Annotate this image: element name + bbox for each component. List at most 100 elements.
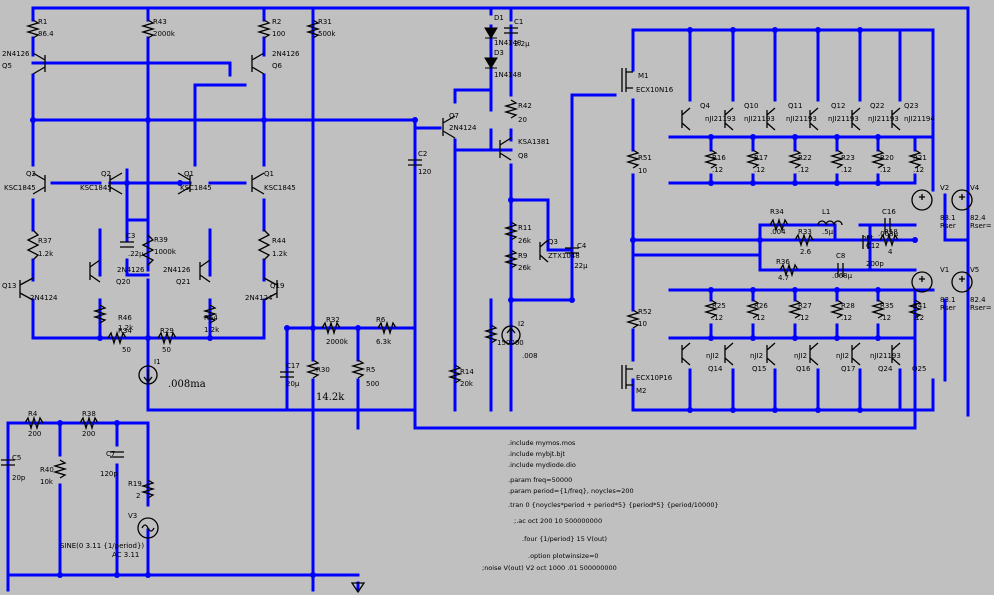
value-c8: .068µ: [832, 272, 853, 280]
type-q6: 2N4126: [272, 50, 300, 58]
label-r22: R22: [798, 154, 812, 162]
label-r28: R28: [841, 302, 855, 310]
type-q2a: KSC1845: [4, 184, 36, 192]
current-source-I2: [501, 325, 521, 345]
value-r20: .12: [880, 166, 891, 174]
directive-include-dio: .include mydiode.dio: [508, 461, 576, 469]
resistor-R43: [140, 19, 156, 39]
label-q7: Q7: [449, 112, 459, 120]
label-q16: Q16: [796, 365, 811, 373]
value-c1: 2.2µ: [514, 40, 530, 48]
value-r4: 200: [28, 430, 41, 438]
value-c16: .068µ: [878, 230, 899, 238]
resistor-R16: [703, 149, 719, 169]
value-r30: 14.2k: [316, 392, 345, 403]
value-r34-50: 50: [122, 346, 131, 354]
label-r27: R27: [798, 302, 812, 310]
type-q23: nJI21194: [904, 115, 935, 123]
capacitor-C7: [110, 451, 124, 458]
value-r19: 2: [136, 492, 140, 500]
transistor-Q3: [539, 239, 549, 263]
label-r1: R1: [38, 18, 47, 26]
label-q22: Q22: [870, 102, 884, 110]
value-r46: 1.2k: [118, 324, 134, 332]
label-c12: C12: [866, 242, 880, 250]
resistor-R18: [879, 232, 899, 248]
resistor-R5: [350, 359, 366, 379]
value-r51: 10: [638, 167, 647, 175]
resistor-R27: [787, 299, 803, 319]
voltage-source-V3: [137, 517, 159, 539]
label-l1: L1: [822, 208, 830, 216]
value-r23: .12: [841, 166, 852, 174]
label-r34-50: R34: [118, 327, 132, 335]
type-q13: 2N4124: [30, 294, 58, 302]
value-r21: .12: [913, 166, 924, 174]
value-i2: .008: [522, 352, 538, 360]
transistors: [19, 52, 901, 389]
label-q19: Q19: [270, 282, 284, 290]
label-q8: Q8: [518, 152, 528, 160]
label-r42: R42: [518, 102, 532, 110]
value-v3-sine: SINE(0 3.11 {1/period}): [60, 542, 144, 550]
resistor-R1: [25, 19, 41, 39]
component-labels: R1 86.4 R43 2000k R2 100 R31 500k 2N4126…: [2, 14, 992, 559]
label-q3: Q3: [548, 238, 558, 246]
value-r34-004: .004: [770, 228, 786, 236]
capacitor-C3: [120, 241, 134, 248]
capacitor-C17: [280, 371, 294, 378]
value-r64: 1.2k: [204, 326, 220, 334]
transistor-Q20: [89, 259, 101, 283]
type-q2b: KSC1845: [80, 184, 112, 192]
resistor-R26: [745, 299, 761, 319]
type-q15: nJI2: [750, 352, 763, 360]
label-c5: C5: [12, 454, 21, 462]
resistor-R28: [829, 299, 845, 319]
resistor-R9: [503, 249, 519, 269]
value-r37: 1.2k: [38, 250, 54, 258]
label-r29: R29: [160, 327, 174, 335]
directive-ac: ;.ac oct 200 10 500000000: [514, 517, 603, 525]
label-r32: R32: [326, 316, 340, 324]
type-q3: ZTX1048: [548, 252, 580, 260]
resistor-R17: [745, 149, 761, 169]
value-r43: 2000k: [153, 30, 176, 38]
resistor-R37: [26, 229, 40, 261]
transistor-Q25: [891, 342, 901, 366]
transistor-Q8: [499, 137, 512, 161]
transistor-Q24: [851, 342, 861, 366]
value-r31: 500k: [318, 30, 336, 38]
value-v5: 82.4: [970, 296, 986, 304]
value-r44: 1.2k: [272, 250, 288, 258]
capacitor-C8: [837, 263, 844, 277]
inductor-L1: [817, 220, 843, 226]
value-r27: .12: [798, 314, 809, 322]
type-m1: ECX10N16: [636, 86, 674, 94]
diode-D1: [484, 27, 498, 39]
resistor-R11: [503, 221, 519, 241]
label-r30: R30: [316, 366, 330, 374]
junctions: [30, 27, 918, 578]
directive-option: .option plotwinsize=0: [528, 552, 599, 560]
label-c17: C17: [286, 362, 300, 370]
mosfet-M2: [621, 365, 633, 389]
label-v3: V3: [128, 512, 137, 520]
type-q1a: KSC1845: [180, 184, 212, 192]
value-r35: .12: [880, 314, 891, 322]
value-r25: .12: [712, 314, 723, 322]
value-c7: 120p: [100, 470, 118, 478]
type-q19: 2N4124: [245, 294, 273, 302]
label-r11: R11: [518, 224, 532, 232]
value-v3-ac: AC 3.11: [112, 551, 139, 559]
label-r6: R6: [376, 316, 386, 324]
value-r14: 20k: [460, 380, 474, 388]
label-d1: D1: [494, 14, 504, 22]
type-q21: 2N4126: [163, 266, 191, 274]
value-r42: 20: [518, 116, 527, 124]
label-c1: C1: [514, 18, 523, 26]
resistor-R2: [256, 19, 272, 39]
resistor-R6: [377, 320, 397, 336]
value-c4: .22µ: [572, 262, 588, 270]
ground-icon: [350, 582, 366, 594]
label-r19: R19: [128, 480, 142, 488]
